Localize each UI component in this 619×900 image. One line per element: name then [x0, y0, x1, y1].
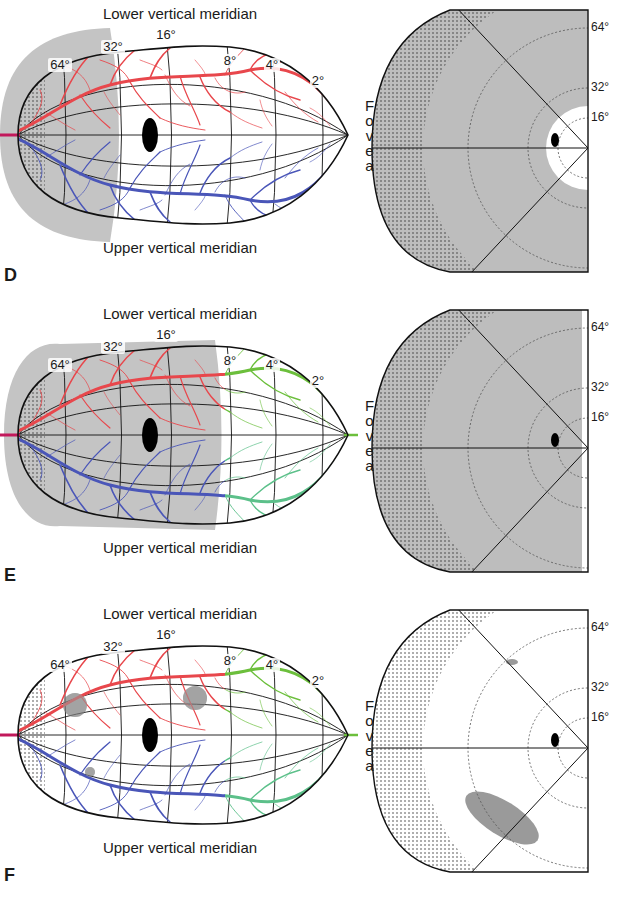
eccentricity-label: 64°	[48, 358, 72, 372]
panel-letter: F	[4, 866, 15, 886]
field-eccentricity-label: 64°	[591, 621, 609, 634]
meridian-label: Upper vertical meridian	[103, 840, 257, 857]
eccentricity-label: 16°	[154, 328, 178, 342]
eccentricity-label: 2°	[310, 674, 326, 688]
eccentricity-label: 16°	[154, 28, 178, 42]
fovea-label: Fovea	[362, 98, 377, 173]
field-eccentricity-label: 64°	[591, 21, 609, 34]
meridian-label: Lower vertical meridian	[103, 306, 257, 323]
field-eccentricity-label: 16°	[591, 411, 609, 424]
eccentricity-label: 8°	[222, 654, 238, 668]
meridian-label: Upper vertical meridian	[103, 540, 257, 557]
panel-letter: E	[4, 566, 16, 586]
field-eccentricity-label: 32°	[591, 81, 609, 94]
field-eccentricity-label: 16°	[591, 111, 609, 124]
meridian-label: Lower vertical meridian	[103, 6, 257, 23]
eccentricity-label: 32°	[101, 640, 125, 654]
eccentricity-label: 32°	[101, 40, 125, 54]
eccentricity-label: 16°	[154, 628, 178, 642]
meridian-label: Upper vertical meridian	[103, 240, 257, 257]
eccentricity-label: 8°	[222, 354, 238, 368]
eccentricity-label: 2°	[310, 74, 326, 88]
eccentricity-label: 2°	[310, 374, 326, 388]
eccentricity-label: 4°	[264, 658, 280, 672]
eccentricity-label: 4°	[264, 58, 280, 72]
field-eccentricity-label: 64°	[591, 321, 609, 334]
field-eccentricity-label: 32°	[591, 681, 609, 694]
field-eccentricity-label: 32°	[591, 381, 609, 394]
panel-letter: D	[4, 266, 17, 286]
eccentricity-label: 32°	[101, 340, 125, 354]
meridian-label: Lower vertical meridian	[103, 606, 257, 623]
fovea-label: Fovea	[362, 398, 377, 473]
eccentricity-label: 64°	[48, 658, 72, 672]
eccentricity-label: 8°	[222, 54, 238, 68]
eccentricity-label: 64°	[48, 58, 72, 72]
eccentricity-label: 4°	[264, 358, 280, 372]
fovea-label: Fovea	[362, 698, 377, 773]
field-eccentricity-label: 16°	[591, 711, 609, 724]
